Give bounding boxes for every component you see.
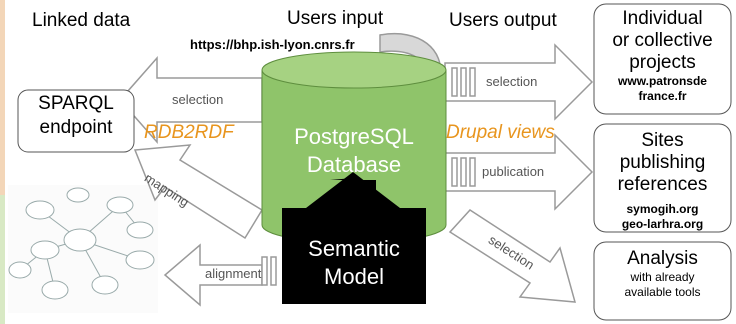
- postgresql-cylinder: [261, 51, 447, 244]
- semantic-model-label: Semantic Model: [282, 235, 426, 291]
- sites-line1: Sites: [641, 130, 684, 151]
- arrow-label-alignment: alignment: [205, 266, 262, 281]
- arrow-publication: [444, 133, 594, 211]
- projects-box: Individual or collective projects www.pa…: [594, 8, 731, 104]
- drupal-views-label: Drupal views: [446, 122, 555, 143]
- arrow-selection-right: [444, 43, 594, 121]
- tick-5: [460, 157, 467, 187]
- tick-3: [469, 67, 476, 97]
- arrow-selection-left: [119, 56, 263, 144]
- projects-line1: Individual: [622, 8, 703, 29]
- tick-1: [451, 67, 458, 97]
- rdb2rdf-label: RDB2RDF: [144, 122, 234, 143]
- tick-2: [460, 67, 467, 97]
- sparql-line2: endpoint: [39, 117, 113, 138]
- linked-data-graph-thumbnail: [8, 185, 158, 313]
- sparql-endpoint-label: SPARQL endpoint: [18, 92, 134, 140]
- semantic-model-shape: [282, 172, 426, 304]
- tick-7: [261, 256, 268, 286]
- header-url: https://bhp.ish-lyon.cnrs.fr: [190, 37, 355, 52]
- sites-line2: publishing: [619, 152, 706, 173]
- left-accent-strip-orange: [0, 0, 5, 195]
- header-users-input: Users input: [287, 8, 384, 29]
- tick-8: [270, 256, 277, 286]
- database-label: PostgreSQL Database: [262, 123, 446, 179]
- projects-box-frame: [593, 3, 732, 115]
- analysis-sub1: with already: [630, 270, 695, 284]
- left-accent-strip-green: [0, 195, 5, 324]
- projects-line3: projects: [629, 52, 696, 73]
- sites-box-frame: [593, 123, 732, 233]
- model-line2: Model: [324, 264, 384, 289]
- sites-ref-symogih[interactable]: symogih.org: [626, 202, 699, 216]
- sparql-line1: SPARQL: [38, 93, 114, 114]
- sites-line3: references: [617, 174, 708, 195]
- analysis-box-frame: [593, 241, 732, 321]
- sites-ref-geo-larhra[interactable]: geo-larhra.org: [621, 217, 704, 231]
- projects-url-line1[interactable]: www.patronsde: [618, 74, 707, 88]
- arrow-label-selection-right: selection: [486, 74, 538, 89]
- analysis-title: Analysis: [627, 248, 698, 269]
- arrow-label-selection-left: selection: [172, 92, 224, 107]
- sparql-box-frame: [17, 89, 135, 153]
- arrow-mapping: [133, 144, 264, 240]
- arrow-label-publication: publication: [482, 164, 545, 179]
- analysis-box: Analysis with already available tools: [594, 248, 731, 300]
- arrow-alignment: [163, 243, 263, 307]
- tick-6: [469, 157, 476, 187]
- analysis-sub2: available tools: [624, 285, 701, 299]
- db-line2: Database: [306, 152, 402, 177]
- model-line1: Semantic: [308, 236, 400, 261]
- sites-box: Sites publishing references symogih.org …: [594, 130, 731, 232]
- arrow-selection-diag: [448, 209, 577, 303]
- header-users-output: Users output: [449, 10, 557, 31]
- header-linked-data: Linked data: [32, 10, 131, 31]
- tick-4: [451, 157, 458, 187]
- projects-url-line2[interactable]: france.fr: [638, 89, 687, 103]
- projects-line2: or collective: [612, 30, 713, 51]
- db-line1: PostgreSQL: [294, 124, 414, 149]
